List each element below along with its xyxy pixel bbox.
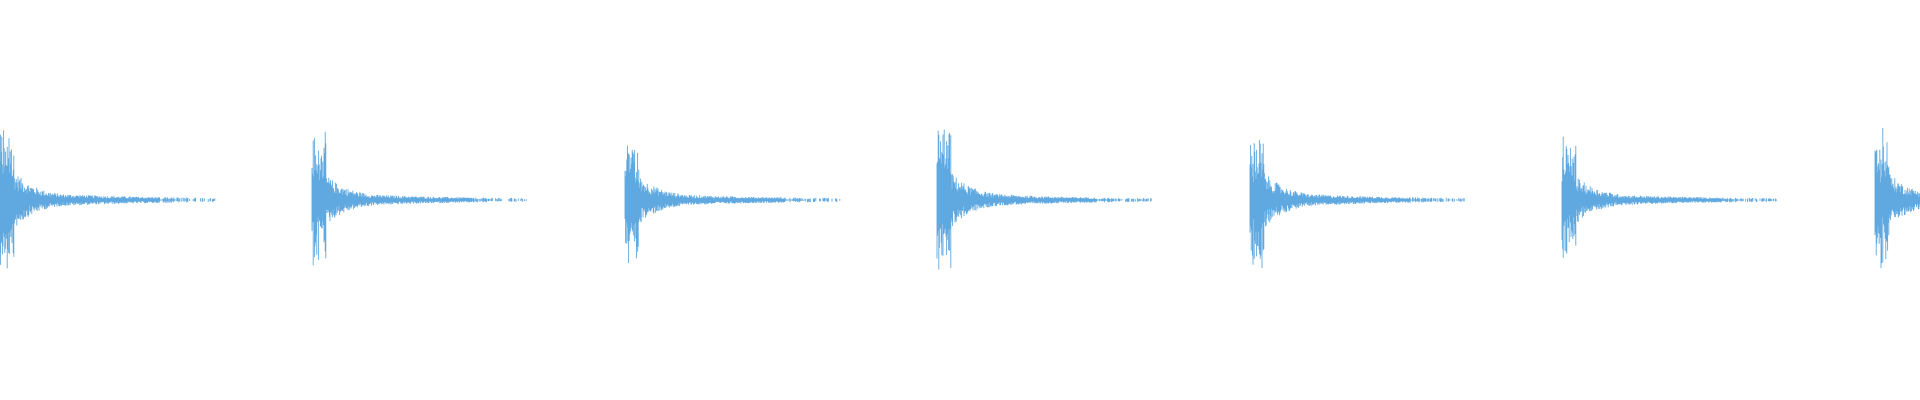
waveform-hit-1 [0,130,216,269]
waveform-hit-6 [1561,136,1777,258]
waveform-hit-trace [311,131,527,266]
waveform-hit-trace [0,130,216,269]
waveform-hit-trace [1874,128,1920,269]
waveform-hit-trace [1561,136,1777,258]
waveform-hit-5 [1249,140,1465,269]
waveform-hit-trace [1249,140,1465,269]
waveform-hit-3 [624,145,841,263]
waveform-hit-7 [1874,128,1920,269]
waveform-hit-4 [936,129,1152,270]
waveform-hit-2 [311,131,527,266]
waveform-hit-trace [624,145,841,263]
